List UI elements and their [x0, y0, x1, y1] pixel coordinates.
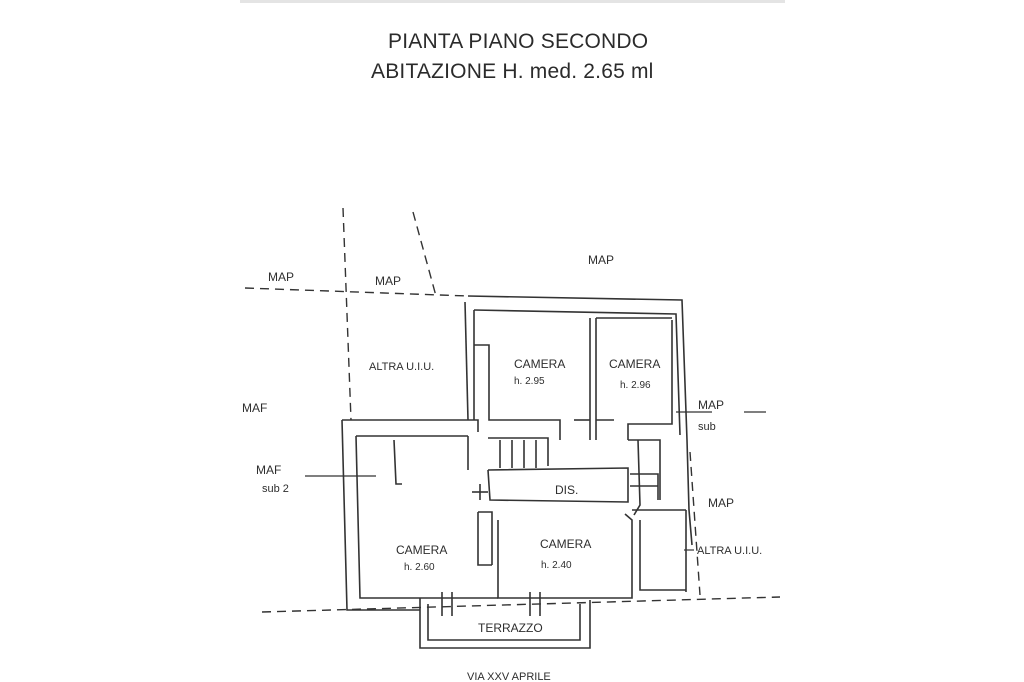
label-altra-uiu-left: ALTRA U.I.U. [369, 361, 434, 373]
label-map-right-upper: MAP [698, 398, 724, 412]
label-camera-top-mid: CAMERA [514, 357, 565, 371]
label-map-top-left-a: MAP [268, 270, 294, 284]
label-sub-left: sub 2 [262, 483, 289, 495]
map-boundary-lines [244, 207, 781, 613]
label-sub-right: sub [698, 421, 716, 433]
label-camera-top-right: CAMERA [609, 357, 660, 371]
label-map-left-edge: MAF [242, 401, 267, 415]
label-street: VIA XXV APRILE [467, 671, 551, 682]
label-map-left-sub: MAF [256, 463, 281, 477]
label-h-bottom-left: h. 2.60 [404, 562, 435, 573]
label-map-top-right: MAP [588, 253, 614, 267]
label-h-bottom-mid: h. 2.40 [541, 560, 572, 571]
building-walls [341, 295, 693, 649]
plan-subtitle: ABITAZIONE H. med. 2.65 ml [371, 60, 654, 83]
plan-title: PIANTA PIANO SECONDO [388, 30, 649, 53]
label-altra-uiu-right: ALTRA U.I.U. [697, 545, 762, 557]
label-camera-bottom-left: CAMERA [396, 543, 447, 557]
label-terrazzo: TERRAZZO [478, 621, 543, 635]
label-h-top-mid: h. 2.95 [514, 376, 545, 387]
label-dis: DIS. [555, 483, 578, 497]
label-h-top-right: h. 2.96 [620, 380, 651, 391]
label-map-top-left-b: MAP [375, 274, 401, 288]
leader-lines [305, 411, 766, 551]
label-map-right-lower: MAP [708, 496, 734, 510]
scan-top-edge [240, 0, 785, 3]
label-camera-bottom-mid: CAMERA [540, 537, 591, 551]
